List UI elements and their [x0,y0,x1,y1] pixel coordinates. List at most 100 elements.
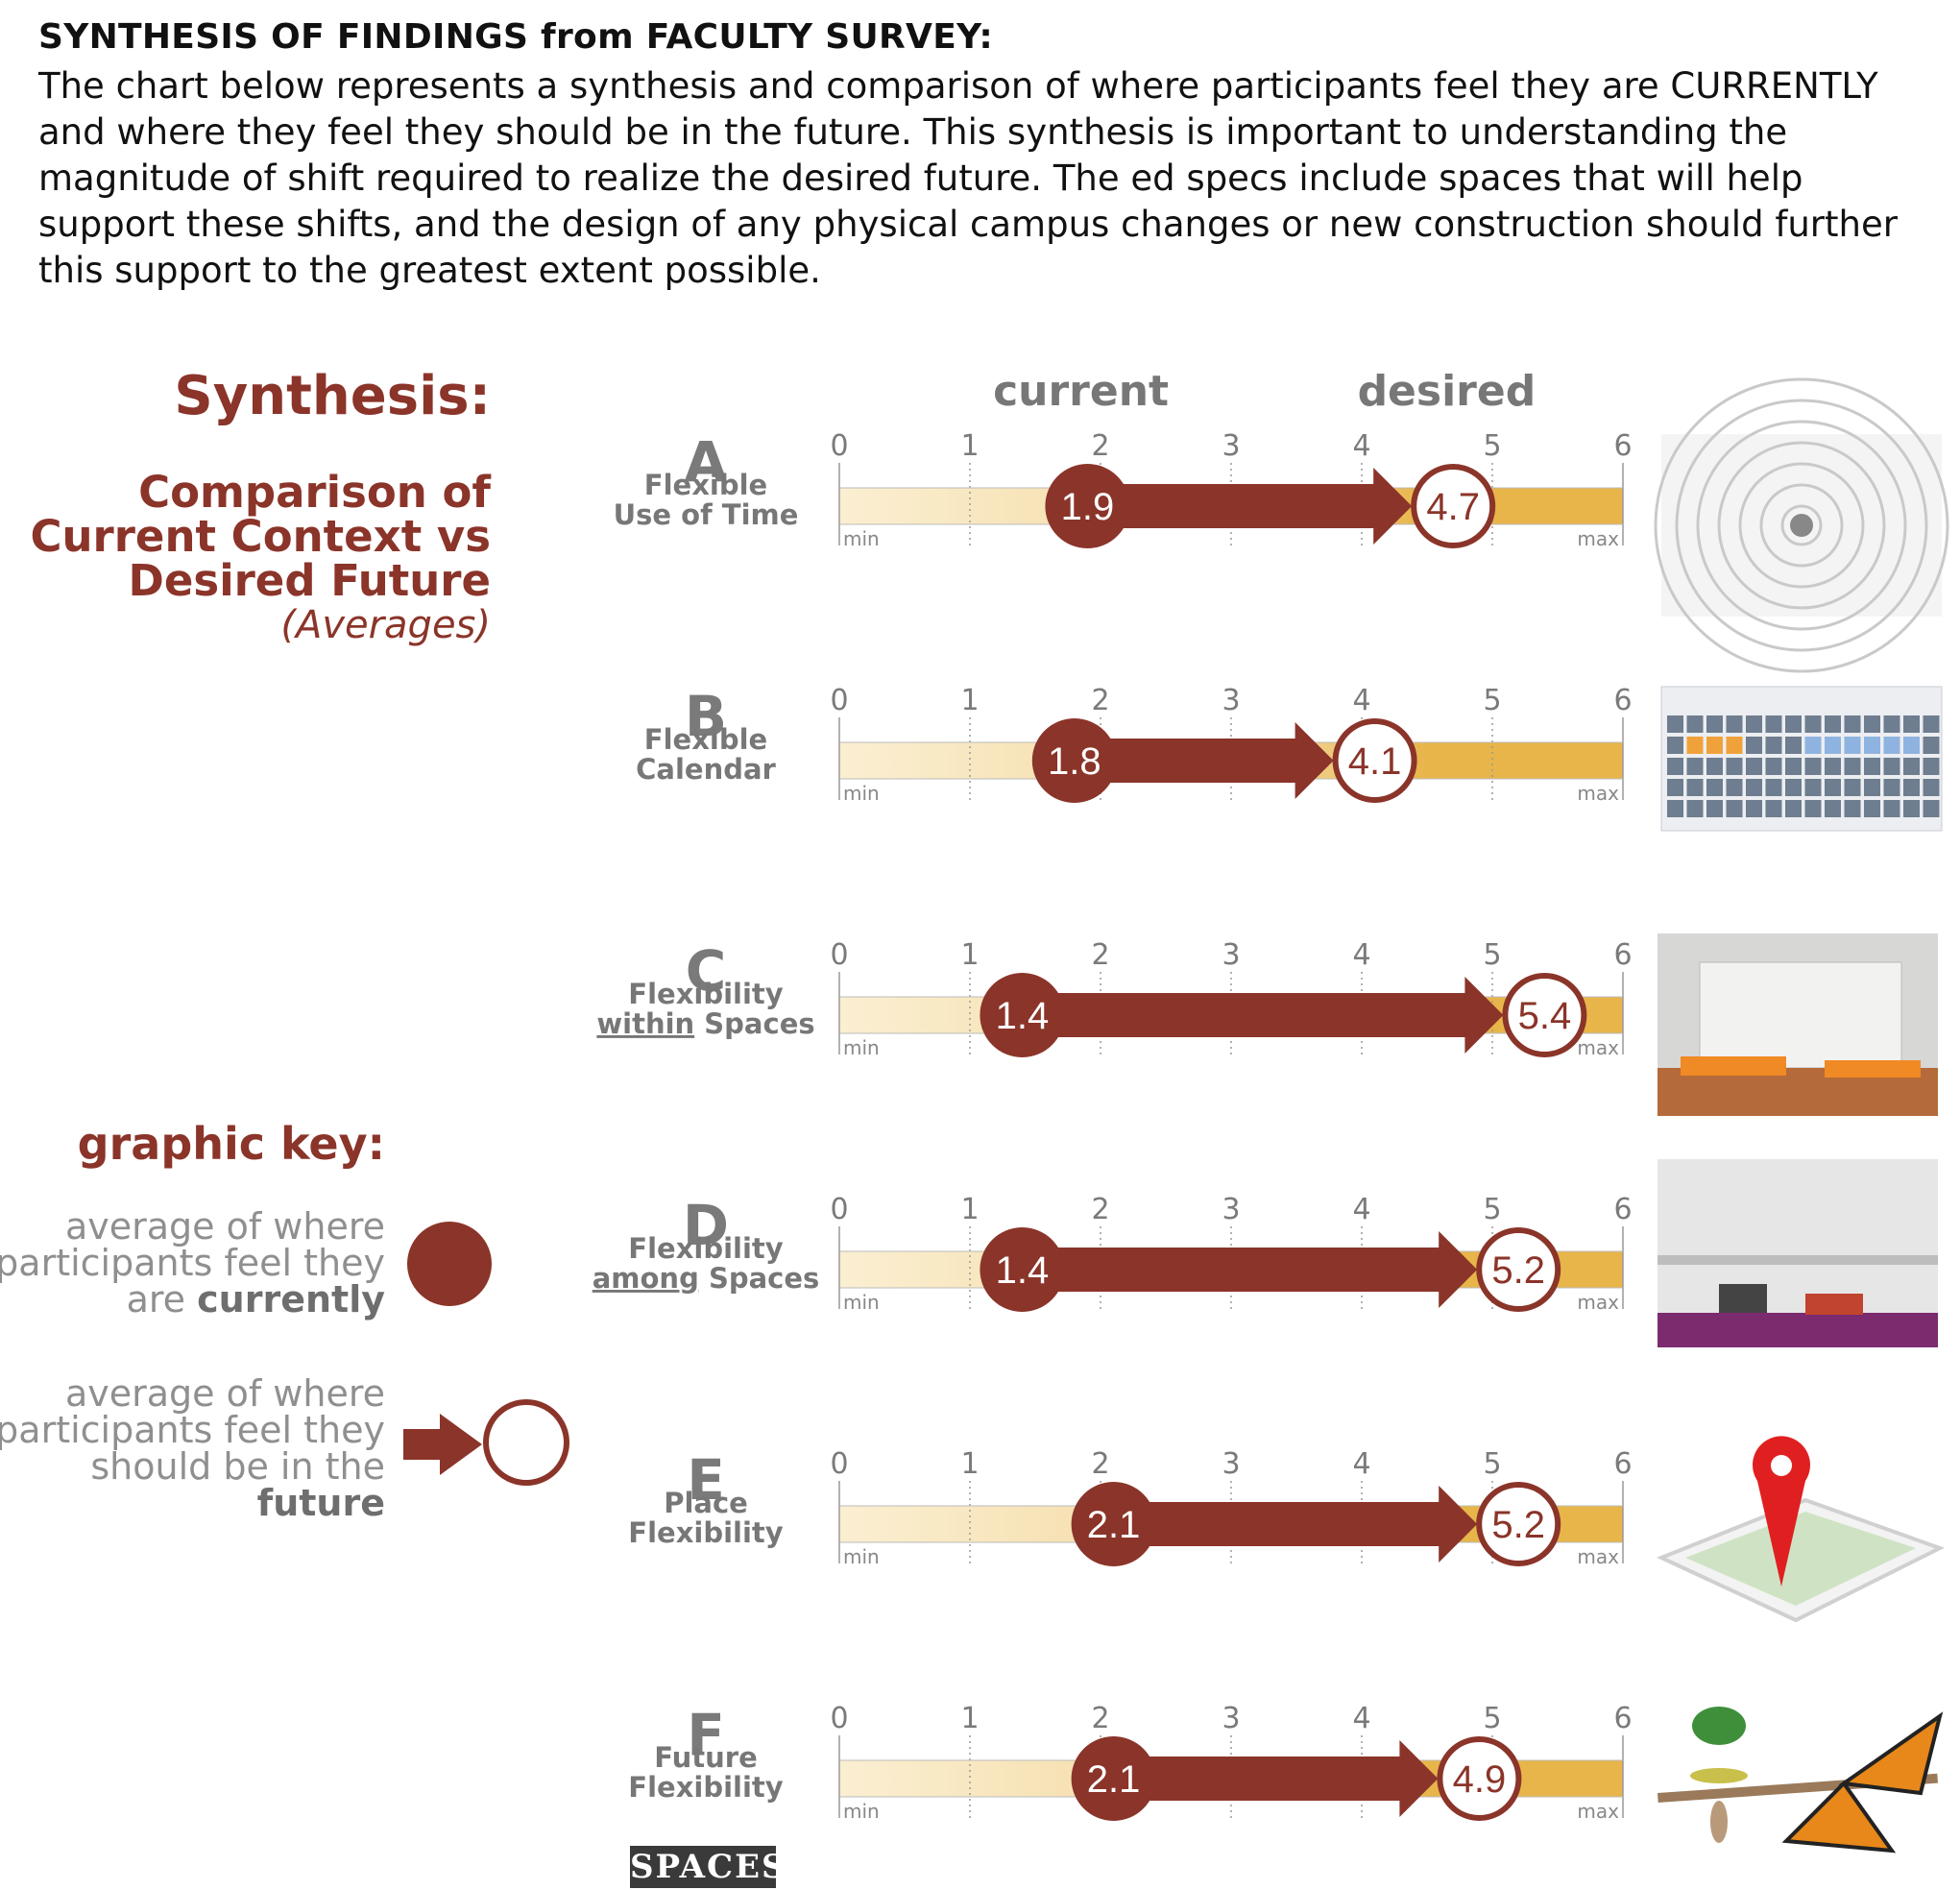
tick-label: 4 [1352,684,1370,717]
calendar-cell [1746,779,1762,796]
calendar-cell [1726,737,1743,754]
max-label: max [1577,782,1619,805]
key-current-line-2: participants feel they [0,1242,385,1284]
tick-label: 6 [1613,684,1632,717]
interior-mezzanine [1658,1255,1938,1265]
row-label-line-1: Place [664,1487,748,1519]
synthesis-averages: (Averages) [280,603,491,647]
column-header-current: current [993,367,1169,416]
calendar-cell [1726,715,1743,733]
classroom-bench-2 [1825,1060,1921,1078]
interior-chairs [1719,1284,1767,1313]
calendar-cell [1765,758,1782,775]
current-marker [980,1227,1065,1312]
calendar-cell [1804,779,1822,796]
row-label-line-1: Flexibility [628,978,784,1010]
calendar-cell [1923,715,1940,733]
tick-label: 0 [830,429,848,463]
caterpillar [1690,1768,1748,1783]
calendar-cell [1883,800,1900,817]
calendar-cell [1804,715,1822,733]
calendar-cell [1765,737,1782,754]
min-label: min [843,1545,880,1568]
calendar-cell [1686,779,1704,796]
tick-label: 0 [830,1193,848,1226]
desired-marker [1502,973,1587,1057]
row-letter: C [686,938,727,1004]
row-label-line-2: Use of Time [614,498,799,531]
synthesis-title: Synthesis: [174,365,491,427]
calendar-cell [1765,715,1782,733]
tick-label: 2 [1091,1193,1109,1226]
shift-arrow-head [1295,722,1334,799]
interior-floor [1658,1313,1938,1347]
calendar-cell [1825,715,1841,733]
intro-paragraph: The chart below represents a synthesis a… [38,65,1898,291]
calendar-icon [1660,686,1943,832]
key-current-text: average of where participants feel they … [0,1208,385,1318]
calendar-cell [1864,779,1880,796]
clock-center [1790,514,1813,537]
tick-label: 0 [830,1702,848,1735]
calendar-cell [1864,737,1880,754]
calendar-cell [1706,737,1723,754]
butterfly-metamorphosis-icon [1658,1707,1944,1854]
calendar-cell [1706,758,1723,775]
clock-ring [1675,399,1928,652]
desired-marker [1476,1227,1561,1312]
tick-label: 3 [1222,1702,1240,1735]
calendar-cell [1746,715,1762,733]
tick-label: 4 [1352,1447,1370,1481]
calendar-cell [1844,779,1861,796]
max-label: max [1577,1800,1619,1823]
calendar-cell [1804,800,1822,817]
current-marker [1045,464,1130,548]
classroom-bench [1681,1056,1786,1076]
row-label-line-2: within Spaces [596,1007,814,1040]
desired-value-label: 4.1 [1348,740,1402,783]
tick-label: 3 [1222,1193,1240,1226]
calendar-cell [1726,758,1743,775]
spaces-logo: SPACES [630,1846,787,1888]
tick-label: 4 [1352,1193,1370,1226]
shift-arrow-shaft [1022,1248,1441,1292]
key-current-line-1: average of where [64,1205,385,1248]
row-label-underlined: among [593,1262,699,1295]
tick-label: 2 [1091,684,1109,717]
calendar-cell [1785,779,1802,796]
calendar-cell [1825,779,1841,796]
spiral-clock-icon [1654,377,1949,673]
desired-value-label: 4.7 [1426,486,1480,528]
calendar-cell [1706,800,1723,817]
row-letter: E [687,1447,725,1513]
calendar-cell [1864,758,1880,775]
classroom-wall [1699,961,1902,1069]
calendar-cell [1706,715,1723,733]
key-future-emphasis: future [256,1482,385,1524]
calendar-cell [1726,800,1743,817]
key-current-emphasis: currently [197,1278,385,1321]
tick-label: 5 [1483,938,1501,972]
row-label-line-2: Flexibility [628,1516,784,1549]
calendar-cell [1746,800,1762,817]
calendar-cell [1903,737,1920,754]
current-marker [1031,718,1117,803]
shift-arrow-head [1439,1231,1478,1308]
clock-ring [1759,483,1844,568]
calendar-cell [1923,737,1940,754]
column-header-desired: desired [1358,367,1537,416]
min-label: min [843,1800,880,1823]
calendar-cell [1844,758,1861,775]
tick-label: 6 [1613,1447,1632,1481]
calendar-cell [1825,800,1841,817]
leaf [1692,1707,1746,1745]
shift-arrow-shaft [1113,1502,1441,1546]
tick-label: 6 [1613,1702,1632,1735]
desired-marker [1437,1736,1522,1821]
calendar-cell [1804,737,1822,754]
tick-label: 6 [1613,429,1632,463]
butterfly-wing-upper [1838,1711,1944,1796]
tick-label: 0 [830,1447,848,1481]
calendar-cell [1785,758,1802,775]
